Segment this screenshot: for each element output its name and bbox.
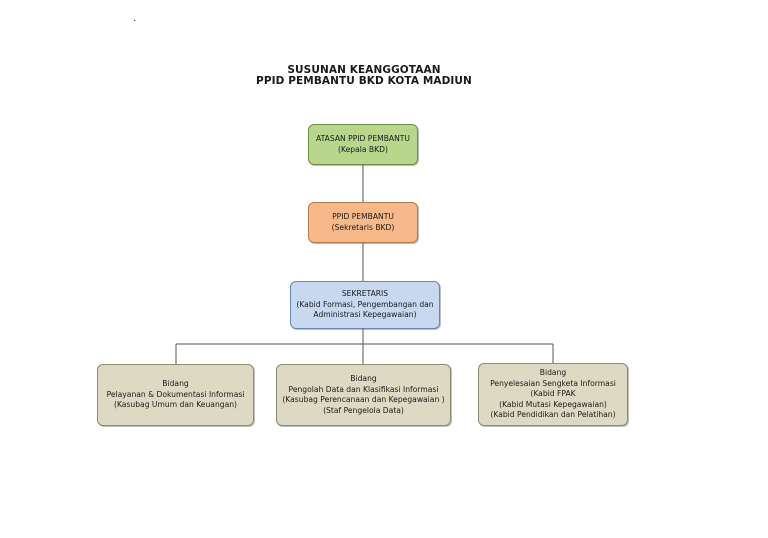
node-bidang-penyelesaian-role-1: (Kabid FPAK	[530, 389, 576, 399]
node-bidang-pelayanan-name: Pelayanan & Dokumentasi Informasi	[106, 389, 245, 399]
org-chart-title: SUSUNAN KEANGGOTAAN	[287, 64, 441, 76]
node-bidang-pengolah-name: Pengolah Data dan Klasifikasi Informasi	[288, 384, 439, 394]
node-bidang-penyelesaian-role-3: (Kabid Pendidikan dan Pelatihan)	[490, 410, 616, 420]
node-bidang-pengolah-role-2: (Staf Pengelola Data)	[323, 405, 404, 415]
org-chart-subtitle: PPID PEMBANTU BKD KOTA MADIUN	[256, 75, 472, 87]
node-atasan-title: ATASAN PPID PEMBANTU	[316, 134, 410, 143]
node-bidang-pelayanan-role: (Kasubag Umum dan Keuangan)	[113, 400, 238, 410]
node-bidang-penyelesaian-sengketa: Bidang Penyelesaian Sengketa Informasi (…	[478, 363, 628, 426]
node-sekretaris-role-line2: Administrasi Kepegawaian)	[313, 310, 417, 320]
node-bidang-penyelesaian-role-2: (Kabid Mutasi Kepegawaian)	[499, 399, 607, 409]
node-bidang-pengolah-data: Bidang Pengolah Data dan Klasifikasi Inf…	[276, 364, 451, 426]
node-ppid-role: (Sekretaris BKD)	[331, 222, 395, 232]
node-ppid-title: PPID PEMBANTU	[332, 212, 394, 221]
node-bidang-penyelesaian-name: Penyelesaian Sengketa Informasi	[490, 378, 616, 388]
node-sekretaris-role-line1: (Kabid Formasi, Pengembangan dan	[296, 299, 434, 309]
node-bidang-pelayanan: Bidang Pelayanan & Dokumentasi Informasi…	[97, 364, 254, 426]
node-sekretaris-title: SEKRETARIS	[341, 289, 389, 299]
node-bidang-pengolah-role-1: (Kasubag Perencanaan dan Kepegawaian )	[282, 395, 445, 404]
node-atasan-ppid-pembantu: ATASAN PPID PEMBANTU (Kepala BKD)	[308, 124, 418, 165]
node-bidang-penyelesaian-label: Bidang	[539, 368, 567, 378]
node-bidang-pengolah-label: Bidang	[350, 374, 377, 383]
node-ppid-pembantu: PPID PEMBANTU (Sekretaris BKD)	[308, 202, 418, 243]
node-sekretaris: SEKRETARIS (Kabid Formasi, Pengembangan …	[290, 281, 440, 329]
node-bidang-pelayanan-label: Bidang	[162, 379, 189, 389]
node-atasan-role: (Kepala BKD)	[338, 144, 388, 154]
stray-dot-mark: .	[133, 13, 137, 24]
